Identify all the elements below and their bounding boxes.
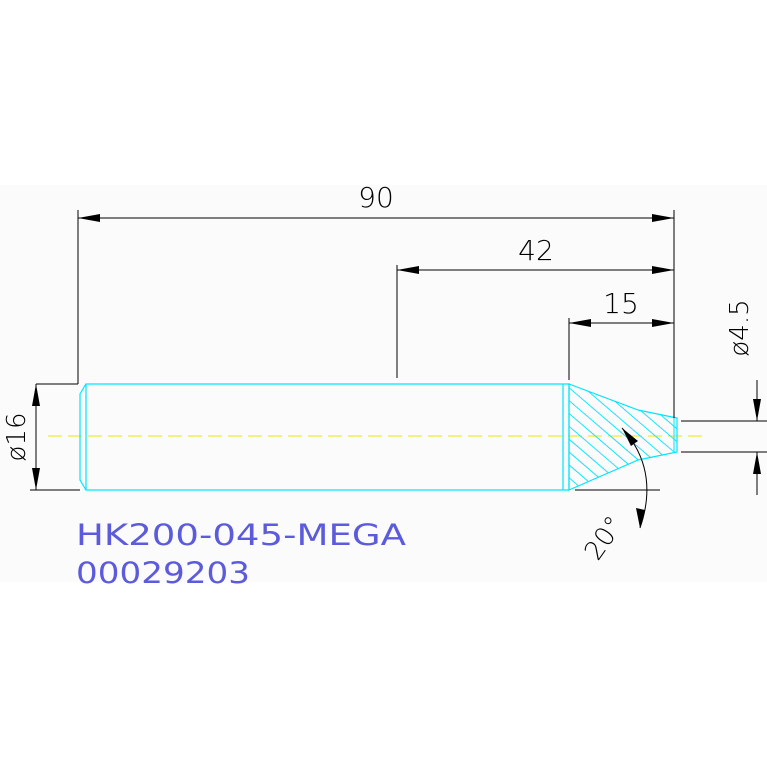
part-name: HK200-045-MEGA — [76, 518, 406, 552]
part-number: 00029203 — [76, 556, 250, 590]
dim-overall-length: 90 — [358, 181, 394, 214]
dim-tip-length: 15 — [603, 287, 639, 320]
dimension-arrows — [32, 214, 761, 528]
dim-length-42: 42 — [518, 234, 554, 267]
dim-tip-diameter: ø4.5 — [725, 299, 755, 356]
dim-body-diameter: ø16 — [2, 413, 32, 462]
